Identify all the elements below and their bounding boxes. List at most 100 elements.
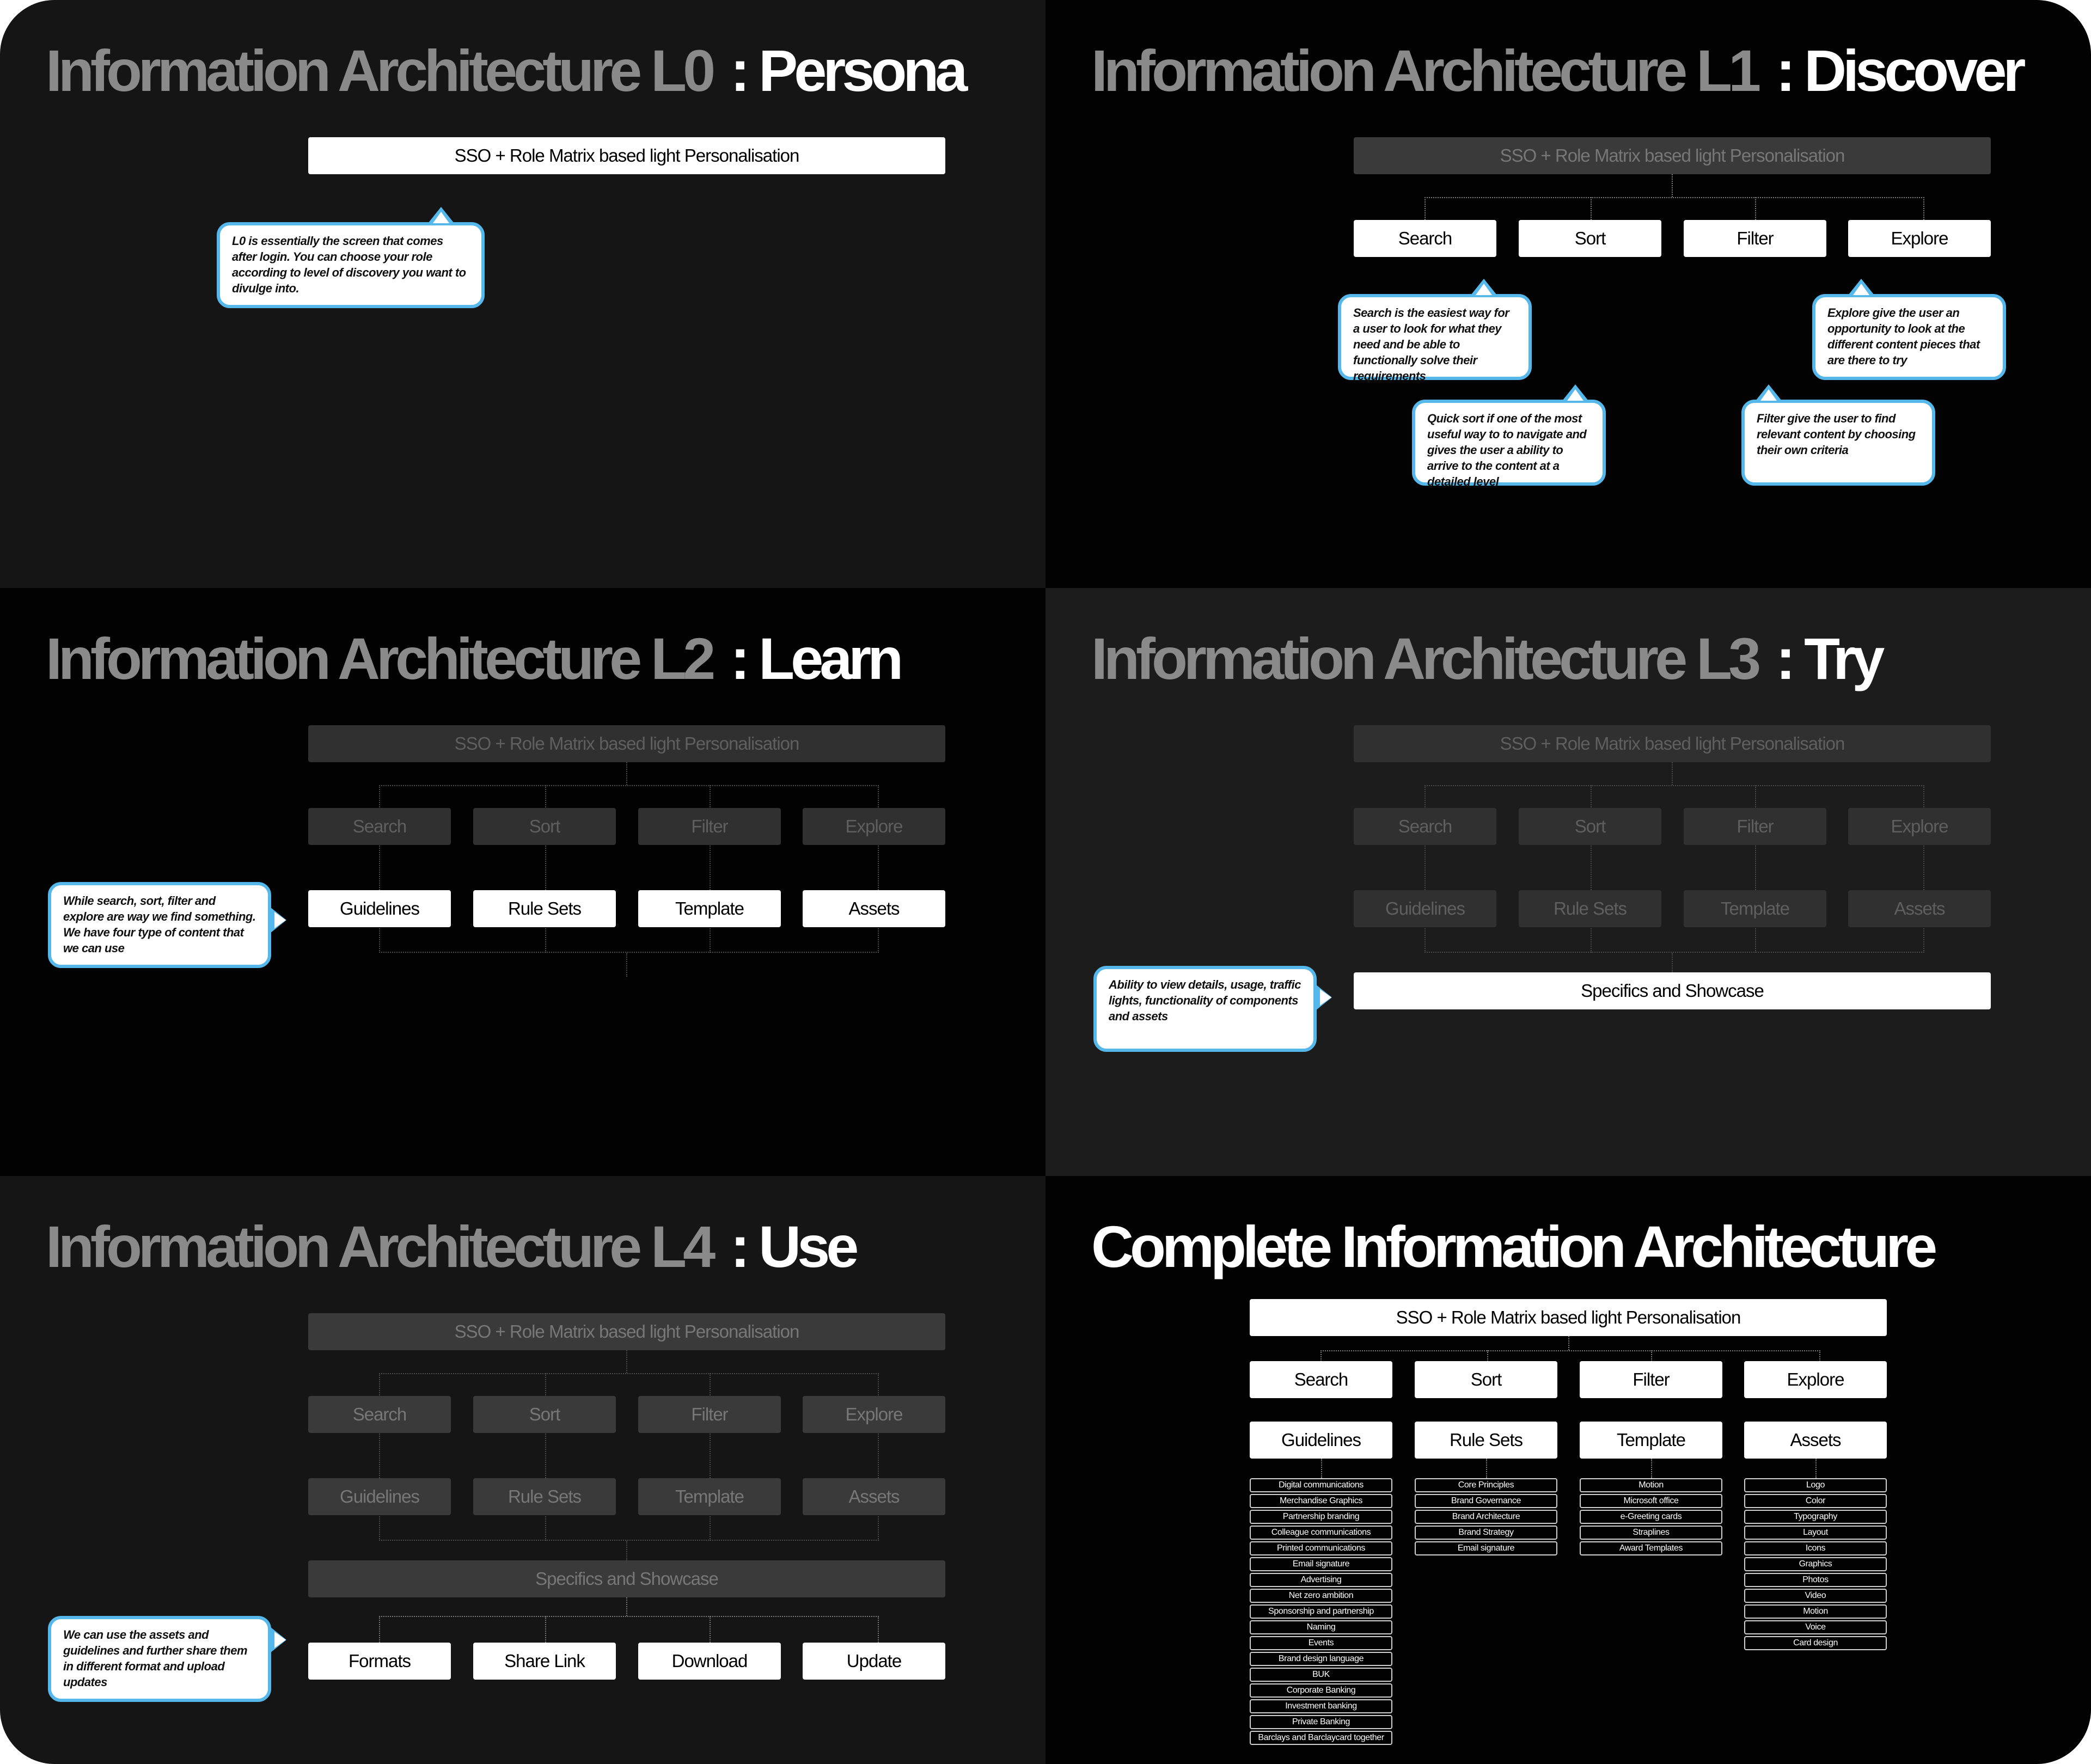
node-rule-sets[interactable]: Rule Sets <box>1415 1422 1557 1459</box>
assets-item[interactable]: Voice <box>1744 1620 1887 1634</box>
node-template[interactable]: Template <box>638 890 781 927</box>
node-rule-sets[interactable]: Rule Sets <box>1519 890 1661 927</box>
rule-sets-item[interactable]: Email signature <box>1415 1541 1557 1555</box>
node-share-link[interactable]: Share Link <box>473 1643 616 1680</box>
assets-item[interactable]: Typography <box>1744 1510 1887 1524</box>
guidelines-item[interactable]: Email signature <box>1250 1557 1392 1571</box>
guidelines-item[interactable]: Events <box>1250 1636 1392 1650</box>
node-assets[interactable]: Assets <box>803 1478 945 1515</box>
callout-text: Filter give the user to find relevant co… <box>1757 412 1916 457</box>
rule-sets-item[interactable]: Brand Architecture <box>1415 1510 1557 1524</box>
node-rule-sets[interactable]: Rule Sets <box>473 890 616 927</box>
assets-item[interactable]: Card design <box>1744 1636 1887 1650</box>
callout-text: Quick sort if one of the most useful way… <box>1427 412 1587 488</box>
node-formats[interactable]: Formats <box>308 1643 451 1680</box>
callout-tail <box>1471 279 1497 295</box>
callout-explore: Explore give the user an opportunity to … <box>1812 279 2006 380</box>
node-explore[interactable]: Explore <box>1848 808 1991 845</box>
node-filter[interactable]: Filter <box>1580 1361 1722 1398</box>
root-node[interactable]: SSO + Role Matrix based light Personalis… <box>308 137 945 174</box>
assets-item[interactable]: Logo <box>1744 1478 1887 1492</box>
node-search[interactable]: Search <box>1354 808 1496 845</box>
guidelines-item[interactable]: Partnership branding <box>1250 1510 1392 1524</box>
root-node[interactable]: SSO + Role Matrix based light Personalis… <box>1354 725 1991 762</box>
root-node[interactable]: SSO + Role Matrix based light Personalis… <box>308 725 945 762</box>
template-item[interactable]: e-Greeting cards <box>1580 1510 1722 1524</box>
node-template[interactable]: Template <box>1684 890 1826 927</box>
connector <box>1651 1350 1652 1363</box>
guidelines-item[interactable]: BUK <box>1250 1668 1392 1682</box>
assets-item[interactable]: Motion <box>1744 1604 1887 1619</box>
callout-text: While search, sort, filter and explore a… <box>63 894 256 955</box>
node-assets[interactable]: Assets <box>1744 1422 1887 1459</box>
template-item[interactable]: Motion <box>1580 1478 1722 1492</box>
rule-sets-item[interactable]: Brand Governance <box>1415 1494 1557 1508</box>
guidelines-item[interactable]: Digital communications <box>1250 1478 1392 1492</box>
node-sort[interactable]: Sort <box>473 808 616 845</box>
assets-item[interactable]: Layout <box>1744 1526 1887 1540</box>
node-guidelines[interactable]: Guidelines <box>308 1478 451 1515</box>
node-sort[interactable]: Sort <box>1415 1361 1557 1398</box>
node-download[interactable]: Download <box>638 1643 781 1680</box>
root-node[interactable]: SSO + Role Matrix based light Personalis… <box>1354 137 1991 174</box>
node-explore[interactable]: Explore <box>803 1396 945 1433</box>
node-search[interactable]: Search <box>1250 1361 1392 1398</box>
assets-item[interactable]: Color <box>1744 1494 1887 1508</box>
guidelines-item[interactable]: Sponsorship and partnership <box>1250 1604 1392 1619</box>
assets-item[interactable]: Graphics <box>1744 1557 1887 1571</box>
node-sort[interactable]: Sort <box>473 1396 616 1433</box>
node-specifics-showcase[interactable]: Specifics and Showcase <box>308 1560 945 1597</box>
callout-tail <box>1848 279 1874 295</box>
panel-l3: Information Architecture L3: Try SSO + R… <box>1046 588 2091 1176</box>
guidelines-item[interactable]: Net zero ambition <box>1250 1589 1392 1603</box>
guidelines-item[interactable]: Advertising <box>1250 1573 1392 1587</box>
rule-sets-item[interactable]: Brand Strategy <box>1415 1526 1557 1540</box>
node-search[interactable]: Search <box>1354 220 1496 257</box>
node-filter[interactable]: Filter <box>638 808 781 845</box>
assets-item[interactable]: Photos <box>1744 1573 1887 1587</box>
node-specifics-showcase[interactable]: Specifics and Showcase <box>1354 972 1991 1009</box>
connector <box>1424 785 1924 953</box>
assets-item[interactable]: Video <box>1744 1589 1887 1603</box>
node-rule-sets[interactable]: Rule Sets <box>473 1478 616 1515</box>
node-filter[interactable]: Filter <box>638 1396 781 1433</box>
node-assets[interactable]: Assets <box>1848 890 1991 927</box>
connector <box>1672 762 1673 785</box>
node-explore[interactable]: Explore <box>1848 220 1991 257</box>
root-node[interactable]: SSO + Role Matrix based light Personalis… <box>1250 1299 1887 1336</box>
guidelines-item[interactable]: Barclays and Barclaycard together <box>1250 1731 1392 1745</box>
node-search[interactable]: Search <box>308 808 451 845</box>
node-template[interactable]: Template <box>1580 1422 1722 1459</box>
guidelines-item[interactable]: Merchandise Graphics <box>1250 1494 1392 1508</box>
guidelines-item[interactable]: Private Banking <box>1250 1715 1392 1729</box>
guidelines-item[interactable]: Corporate Banking <box>1250 1683 1392 1698</box>
node-guidelines[interactable]: Guidelines <box>1354 890 1496 927</box>
assets-item[interactable]: Icons <box>1744 1541 1887 1555</box>
template-item[interactable]: Award Templates <box>1580 1541 1722 1555</box>
guidelines-item[interactable]: Colleague communications <box>1250 1526 1392 1540</box>
node-explore[interactable]: Explore <box>1744 1361 1887 1398</box>
node-guidelines[interactable]: Guidelines <box>308 890 451 927</box>
node-explore[interactable]: Explore <box>803 808 945 845</box>
node-assets[interactable]: Assets <box>803 890 945 927</box>
template-item[interactable]: Microsoft office <box>1580 1494 1722 1508</box>
node-template[interactable]: Template <box>638 1478 781 1515</box>
connector <box>1755 197 1756 220</box>
node-sort[interactable]: Sort <box>1519 808 1661 845</box>
node-search[interactable]: Search <box>308 1396 451 1433</box>
node-guidelines[interactable]: Guidelines <box>1250 1422 1392 1459</box>
callout-tail <box>270 907 286 933</box>
callout-sort: Quick sort if one of the most useful way… <box>1412 384 1606 488</box>
guidelines-item[interactable]: Printed communications <box>1250 1541 1392 1555</box>
guidelines-item[interactable]: Brand design language <box>1250 1652 1392 1666</box>
node-sort[interactable]: Sort <box>1519 220 1661 257</box>
rule-sets-item[interactable]: Core Principles <box>1415 1478 1557 1492</box>
root-node[interactable]: SSO + Role Matrix based light Personalis… <box>308 1313 945 1350</box>
template-item[interactable]: Straplines <box>1580 1526 1722 1540</box>
guidelines-item[interactable]: Naming <box>1250 1620 1392 1634</box>
node-update[interactable]: Update <box>803 1643 945 1680</box>
node-filter[interactable]: Filter <box>1684 808 1826 845</box>
node-filter[interactable]: Filter <box>1684 220 1826 257</box>
title-main: Information Architecture L0 <box>46 38 716 103</box>
guidelines-item[interactable]: Investment banking <box>1250 1699 1392 1713</box>
